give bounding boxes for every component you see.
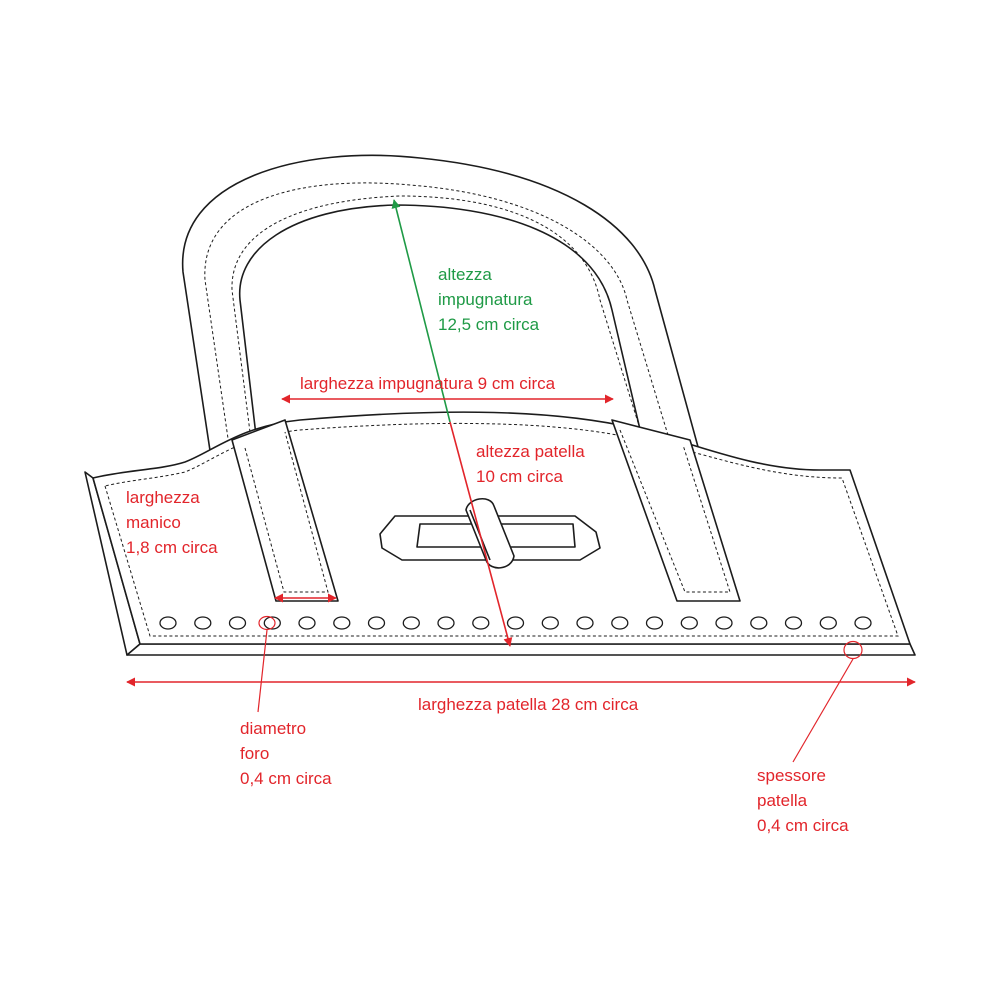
hole [228, 616, 247, 630]
handle-height-label: altezza impugnatura 12,5 cm circa [438, 262, 539, 337]
hole [367, 616, 386, 630]
hole [472, 616, 490, 630]
hole [784, 616, 803, 630]
strap-width-line-2: manico [126, 513, 181, 532]
hole [645, 616, 664, 630]
thickness-callout [843, 640, 863, 660]
hole [541, 616, 559, 630]
hole [298, 616, 316, 630]
strap-width-line-3: 1,8 cm circa [126, 538, 218, 557]
handle [182, 154, 741, 601]
handle-height-line-3: 12,5 cm circa [438, 315, 540, 334]
hole-diameter-line-3: 0,4 cm circa [240, 769, 332, 788]
flap-height-line-1: altezza patella [476, 442, 585, 461]
hole [159, 616, 177, 630]
hole [437, 616, 455, 630]
flap-width-text: larghezza patella 28 cm circa [418, 695, 639, 714]
flap-thickness-line-3: 0,4 cm circa [757, 816, 849, 835]
hole [194, 616, 212, 630]
flap-height-label: altezza patella 10 cm circa [476, 439, 585, 489]
hole [819, 616, 837, 630]
flap-thickness-line-2: patella [757, 791, 808, 810]
hole [750, 616, 768, 630]
hole-diameter-line-2: foro [240, 744, 270, 763]
flap-height-arrow [449, 421, 513, 647]
flap-thickness-line-1: spessore [757, 766, 826, 785]
hole [263, 616, 281, 630]
hole [611, 616, 629, 630]
hole [402, 616, 420, 630]
flap-height-line-2: 10 cm circa [476, 467, 563, 486]
handle-width-text: larghezza impugnatura 9 cm circa [300, 374, 556, 393]
handle-width-label: larghezza impugnatura 9 cm circa [300, 371, 555, 396]
handle-front-straps [231, 419, 741, 602]
hole-diameter-label: diametro foro 0,4 cm circa [240, 716, 332, 791]
flap-width-label: larghezza patella 28 cm circa [418, 692, 638, 717]
hole [854, 616, 872, 630]
hole-diameter-line-1: diametro [240, 719, 307, 738]
hole-diameter-callout [258, 615, 276, 631]
handle-height-arrow [391, 199, 451, 423]
flap-thickness-label: spessore patella 0,4 cm circa [757, 763, 849, 838]
strap-width-label: larghezza manico 1,8 cm circa [126, 485, 218, 560]
strap-width-line-1: larghezza [126, 488, 200, 507]
hole [333, 616, 351, 630]
flap-front-thickness [126, 643, 916, 656]
handle-height-line-1: altezza [438, 265, 492, 284]
handle-height-line-2: impugnatura [438, 290, 533, 309]
hole [576, 616, 594, 630]
hole [715, 616, 733, 630]
hole [680, 616, 698, 630]
hole [506, 616, 525, 630]
hole-row [159, 616, 872, 630]
